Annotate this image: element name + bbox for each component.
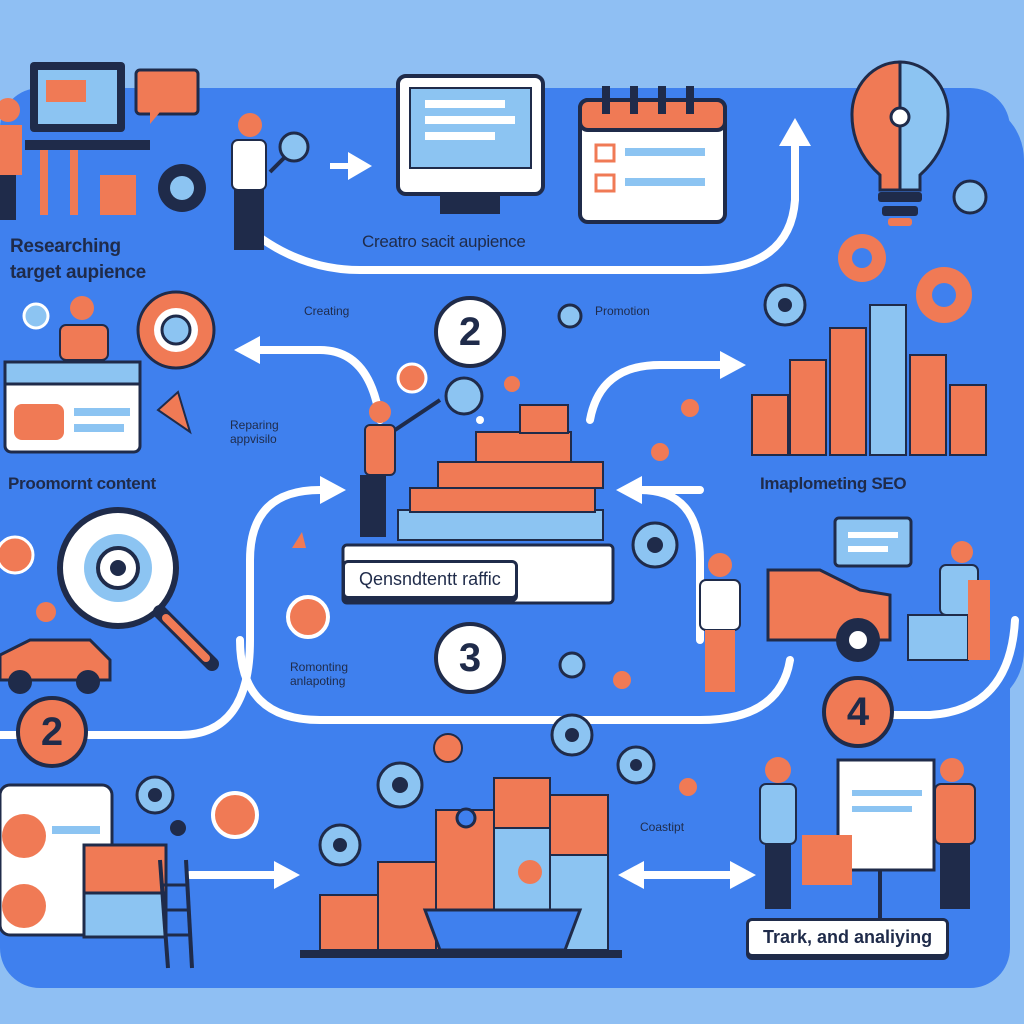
arrow-icon — [779, 118, 811, 146]
step-badge: 4 — [822, 676, 894, 748]
label-remorting: Romonting anlapoting — [290, 660, 349, 688]
analysis-scene — [0, 507, 219, 694]
car-icon — [0, 638, 112, 682]
chat-bubble-icon — [833, 516, 913, 568]
label-coastipt: Coastipt — [640, 820, 685, 834]
boat-icon — [300, 733, 622, 958]
label-content-traffic: Qensndtentt raffic — [342, 560, 518, 599]
seo-scene — [699, 516, 990, 692]
label-implementing-seo: Imaplometing SEO — [760, 474, 907, 493]
document-scene — [0, 783, 259, 969]
arrow-icon — [320, 476, 346, 504]
person-icon — [369, 401, 391, 423]
label-researching: Researching target aupience — [10, 236, 146, 283]
label-creating: Creating — [304, 304, 350, 318]
bar-chart-icon — [751, 304, 987, 456]
person-icon — [70, 296, 94, 320]
person-icon — [238, 113, 262, 137]
chat-bubble-icon — [134, 68, 200, 116]
person-icon — [940, 758, 964, 782]
arrow-icon — [274, 861, 300, 889]
process-path — [0, 136, 1019, 879]
label-create-audience: Creatro sacit aupience — [362, 232, 526, 251]
person-icon — [951, 541, 973, 563]
gear-icon — [135, 179, 988, 867]
step-badge: 3 — [434, 622, 506, 694]
label-promotion: Promotion — [595, 304, 650, 318]
whiteboard-icon — [759, 757, 976, 920]
label-track: Trark, and analiying — [746, 918, 950, 957]
arrow-icon — [616, 476, 642, 504]
arrowheads — [234, 118, 811, 889]
step-badge: 2 — [434, 296, 506, 368]
arrow-icon — [348, 152, 372, 180]
magnifier-icon — [278, 131, 310, 163]
person-icon — [36, 602, 56, 622]
arrow-icon — [618, 861, 644, 889]
person-icon — [518, 860, 542, 884]
label-promote-content: Proomornt content — [8, 474, 156, 493]
person-icon — [170, 820, 186, 836]
staircase-icon — [341, 362, 615, 605]
label-reparing: Reparing appvisilo — [230, 418, 279, 446]
person-icon — [708, 553, 732, 577]
promote-scene — [3, 290, 216, 454]
step-badge: 2 — [16, 696, 88, 768]
arrow-icon — [720, 351, 746, 379]
create-scene — [396, 74, 727, 224]
lightbulb-icon — [850, 60, 950, 226]
arrow-icon — [234, 336, 260, 364]
person-icon — [765, 757, 791, 783]
research-scene — [0, 62, 310, 250]
arrow-icon — [730, 861, 756, 889]
